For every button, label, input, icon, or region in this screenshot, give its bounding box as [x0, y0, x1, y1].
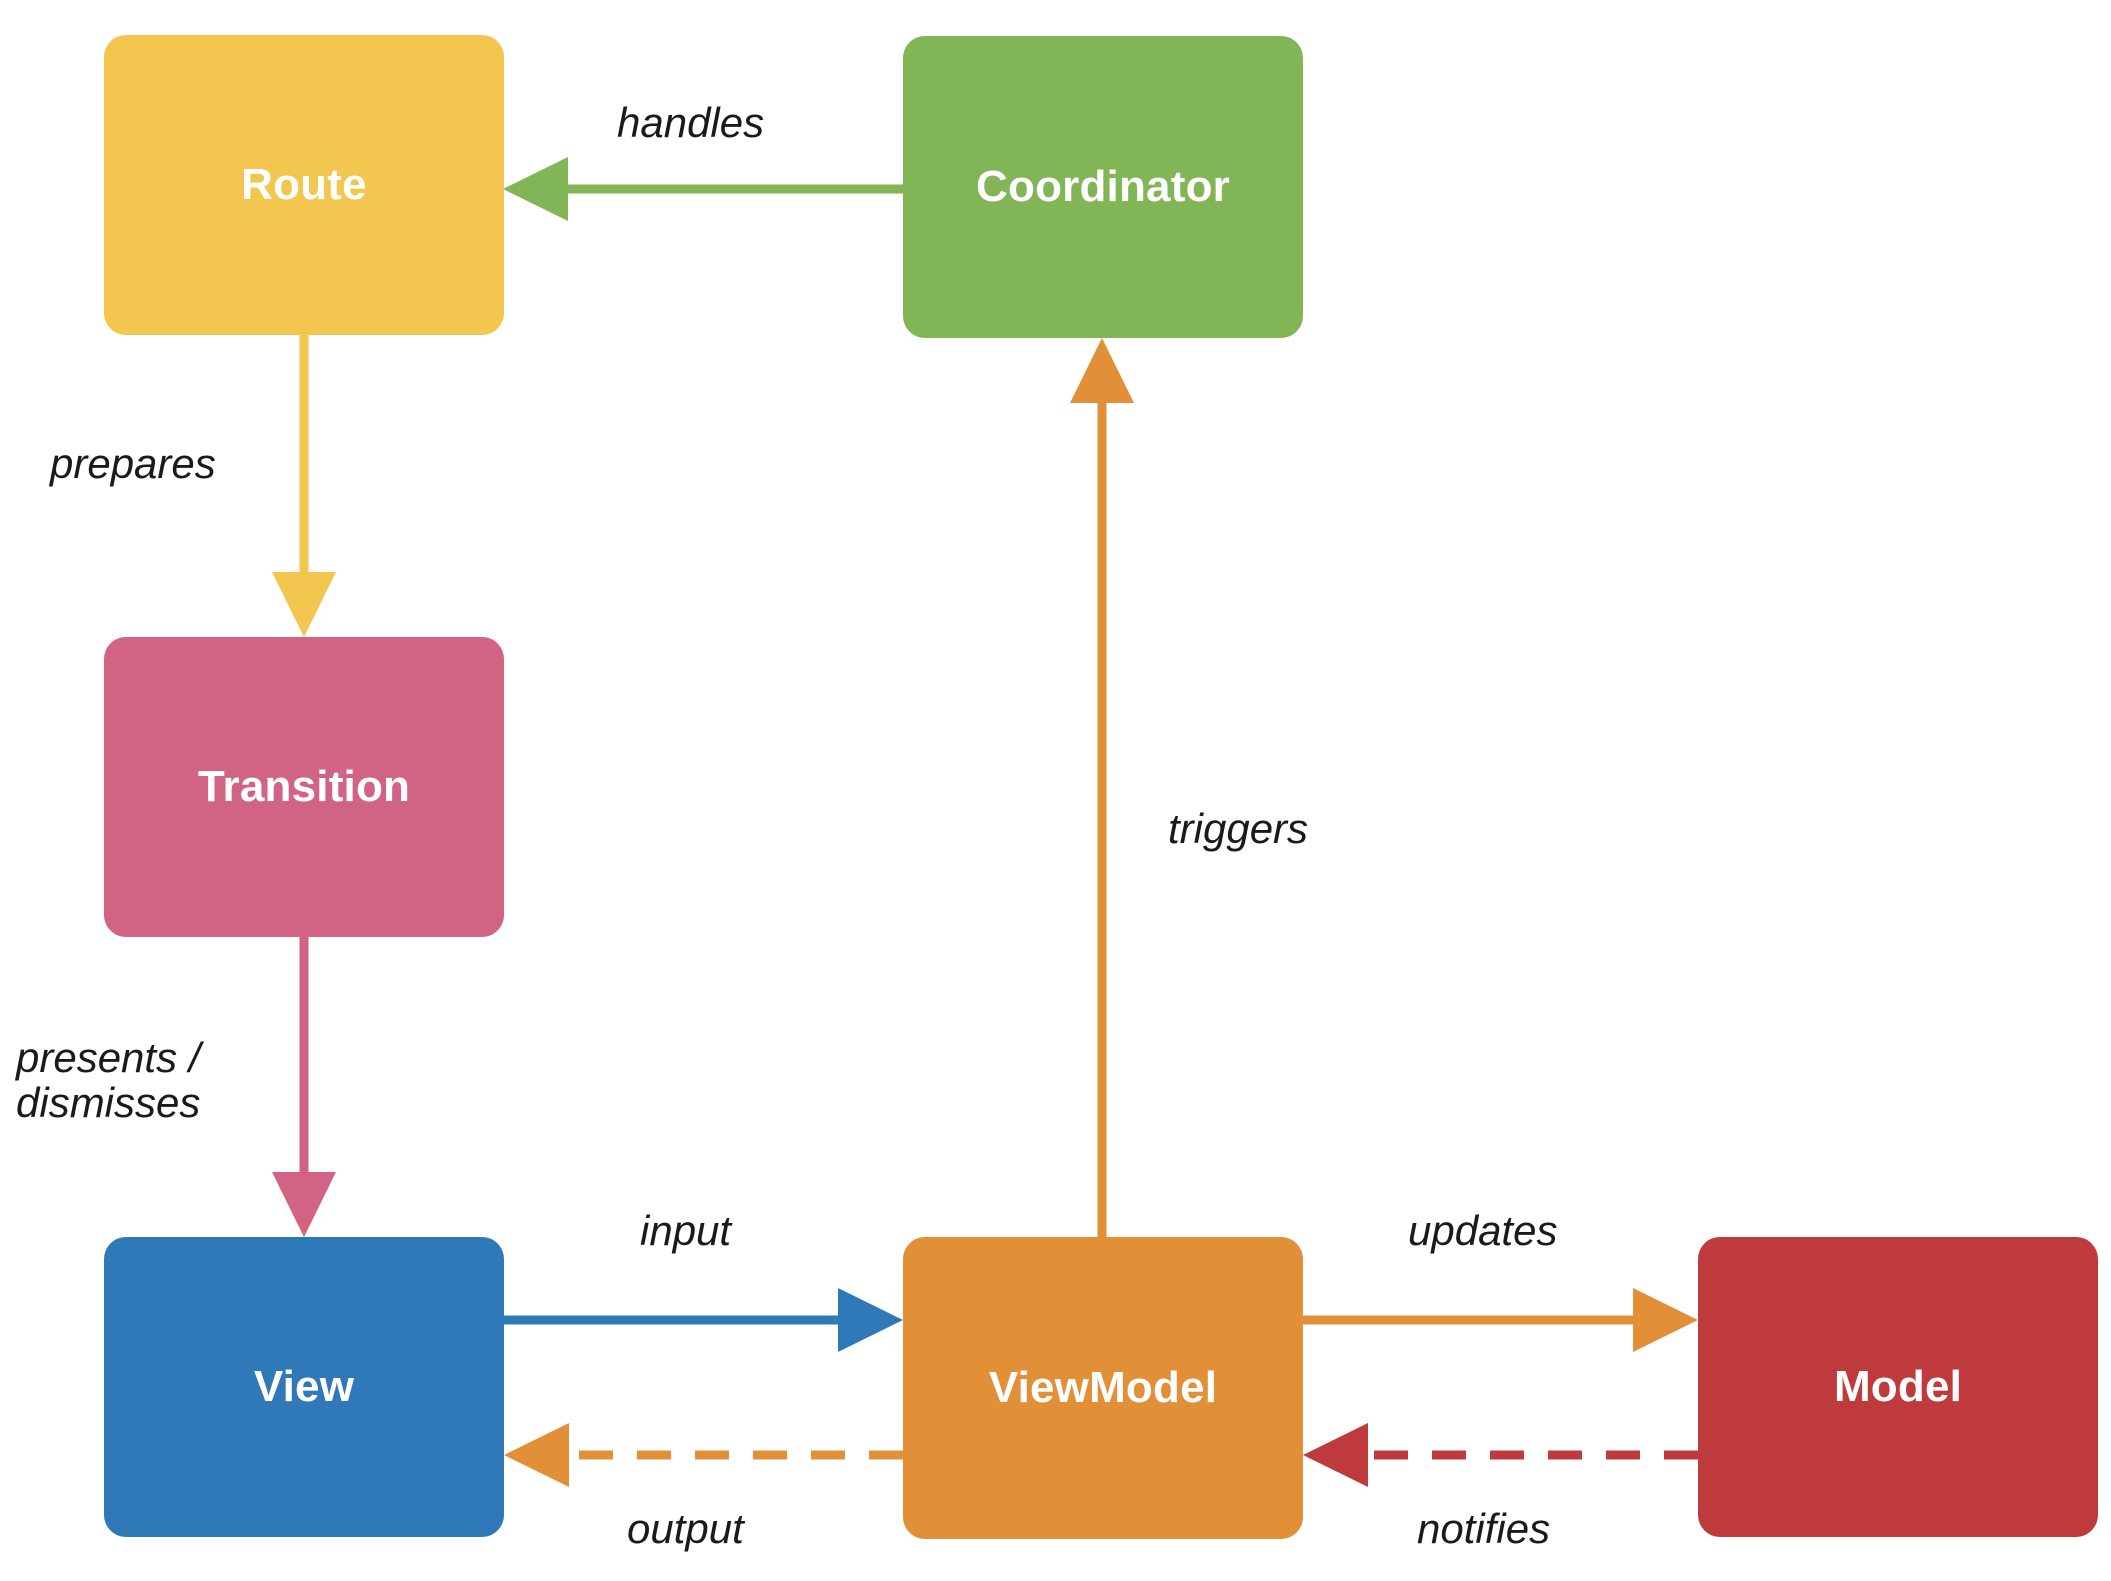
node-route-label: Route — [241, 160, 367, 209]
node-view-label: View — [253, 1362, 355, 1411]
edge-transition-presents-view — [272, 937, 336, 1237]
edge-label-output: output — [627, 1505, 744, 1552]
node-viewmodel[interactable]: ViewModel — [903, 1237, 1303, 1539]
edge-label-notifies: notifies — [1417, 1505, 1551, 1552]
edge-view-input-viewmodel — [504, 1288, 903, 1352]
arrowhead-updates — [1633, 1288, 1698, 1352]
arrowhead-triggers — [1070, 338, 1134, 403]
edge-label-input: input — [640, 1207, 732, 1254]
edge-route-prepares-transition — [272, 335, 336, 637]
node-model-label: Model — [1833, 1362, 1963, 1411]
edge-label-prepares: prepares — [50, 440, 216, 487]
edge-model-notifies-viewmodel — [1303, 1423, 1698, 1487]
edge-label-updates: updates — [1408, 1207, 1558, 1254]
edge-coordinator-handles-route — [503, 157, 903, 221]
arrowhead-input — [838, 1288, 903, 1352]
edge-viewmodel-output-view — [504, 1423, 903, 1487]
edge-label-triggers: triggers — [1168, 805, 1309, 852]
arrowhead-prepares — [272, 572, 336, 637]
arrowhead-notifies — [1303, 1423, 1368, 1487]
node-viewmodel-label: ViewModel — [988, 1363, 1218, 1412]
edge-viewmodel-triggers-coordinator — [1070, 338, 1134, 1237]
edge-viewmodel-updates-model — [1303, 1288, 1698, 1352]
arrowhead-presents-dismisses — [272, 1172, 336, 1237]
node-transition-label: Transition — [197, 762, 411, 811]
node-route[interactable]: Route — [104, 35, 504, 335]
node-coordinator-label: Coordinator — [976, 162, 1230, 211]
node-model[interactable]: Model — [1698, 1237, 2098, 1537]
arrowhead-output — [504, 1423, 569, 1487]
node-view[interactable]: View — [104, 1237, 504, 1537]
node-coordinator[interactable]: Coordinator — [903, 36, 1303, 338]
node-transition[interactable]: Transition — [104, 637, 504, 937]
arrowhead-handles — [503, 157, 568, 221]
edge-label-handles: handles — [617, 99, 765, 146]
edge-label-presents-dismisses: presents / dismisses — [16, 1034, 201, 1127]
